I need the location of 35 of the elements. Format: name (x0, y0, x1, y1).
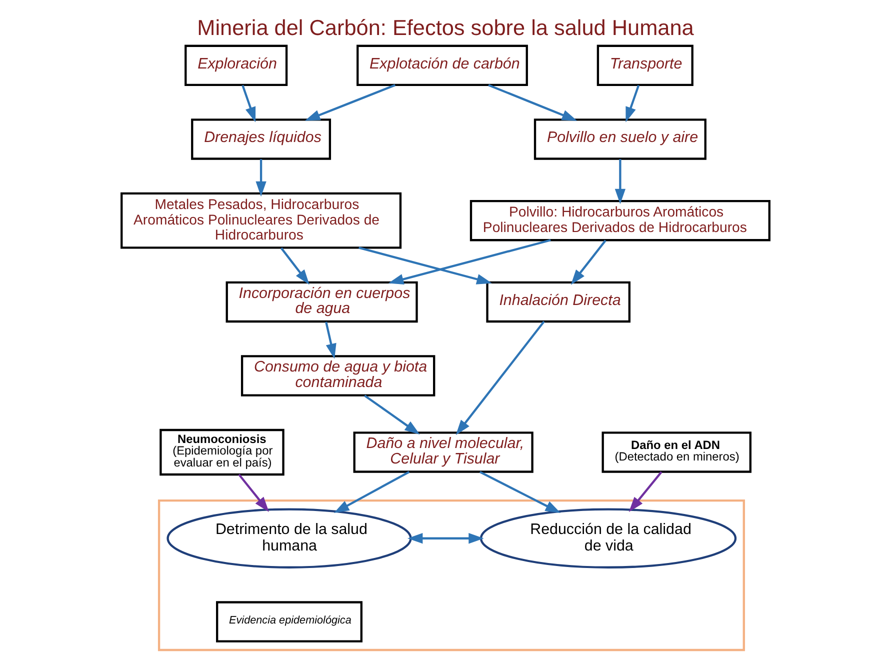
arrow (333, 470, 410, 512)
arrow (364, 394, 420, 434)
arrow (241, 84, 256, 122)
arrow (255, 158, 266, 196)
arrow (238, 473, 268, 512)
node-box: Neumoconiosis (Epidemiología por evaluar en el país) (159, 428, 284, 476)
node-box: Drenajes líquidos (190, 118, 331, 160)
arrow (455, 320, 544, 435)
arrow (406, 532, 484, 544)
arrow (358, 246, 492, 284)
arrow (388, 238, 550, 284)
arrow (614, 158, 626, 204)
arrow (625, 84, 640, 122)
arrow (628, 470, 662, 512)
node-box: Evidencia epidemiológica (216, 600, 362, 642)
node-box: Explotación de carbón (356, 44, 528, 86)
node-ellipse: Reducción de la calidad de vida (479, 508, 736, 568)
arrow (280, 246, 309, 284)
node-box: Inhalación Directa (486, 280, 630, 322)
node-box: Polvillo: Hidrocarburos Aromáticos Polinucleares Derivados de Hidrocarburos (469, 199, 770, 241)
diagram-title: Mineria del Carbón: Efectos sobre la salud Humana (196, 14, 694, 40)
arrow (488, 84, 577, 120)
node-box: Daño en el ADN (Detectado en mineros) (601, 431, 751, 472)
arrow (304, 84, 395, 120)
arrow (324, 321, 336, 358)
node-box: Daño a nivel molecular, Celular y Tisular (352, 431, 533, 472)
node-box: Metales Pesados, Hidrocarburos Aromáticos Polinucleares Derivados de Hidrocarburos (120, 192, 402, 248)
node-box: Transporte (596, 44, 693, 86)
arrow (478, 470, 560, 513)
node-box: Consumo de agua y biota contaminada (240, 354, 435, 396)
arrow (570, 239, 606, 284)
node-box: Polvillo en suelo y aire (533, 118, 706, 160)
node-ellipse: Detrimento de la salud humana (166, 508, 412, 568)
node-box: Exploración (184, 44, 288, 86)
node-box: Incorporación en cuerpos de agua (225, 280, 418, 322)
